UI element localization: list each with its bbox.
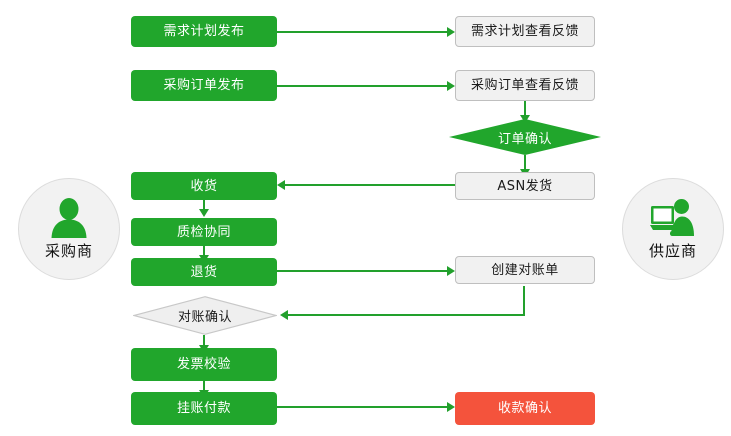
person-icon-svg (51, 197, 87, 238)
node-label: 收款确认 (497, 401, 552, 416)
person-at-computer-icon (650, 198, 696, 238)
node-label: 挂账付款 (176, 401, 231, 416)
actor-label: 采购商 (44, 241, 93, 260)
edge-return-goods-to-create-statement (277, 270, 447, 272)
node-return-goods[interactable]: 退货 (131, 258, 277, 286)
arrowhead-receive-goods (277, 180, 285, 190)
node-po-publish[interactable]: 采购订单发布 (131, 70, 277, 101)
node-invoice-verify[interactable]: 发票校验 (131, 348, 277, 381)
edge-payable-payment-to-payment-confirm (277, 406, 447, 408)
edge-invoice-verify-to-payable-payment (203, 381, 205, 393)
node-statement-confirm[interactable]: 对账确认 (133, 296, 277, 335)
node-label: 采购订单发布 (163, 78, 245, 93)
edge-create-statement-down (523, 286, 525, 316)
arrowhead-payment-confirm (447, 402, 455, 412)
actor-buyer[interactable]: 采购商 (18, 178, 120, 280)
diamond-shape (449, 119, 601, 155)
node-asn-ship[interactable]: ASN发货 (455, 172, 595, 200)
node-receive-goods[interactable]: 收货 (131, 172, 277, 200)
actor-supplier[interactable]: 供应商 (622, 178, 724, 280)
node-label: 质检协同 (176, 224, 231, 240)
person-icon (46, 197, 92, 238)
node-label: 需求计划发布 (163, 24, 245, 39)
edge-statement-confirm-to-invoice-verify (203, 335, 205, 348)
node-label: 需求计划查看反馈 (470, 24, 579, 39)
node-label: ASN发货 (497, 178, 553, 194)
node-quality-collab[interactable]: 质检协同 (131, 218, 277, 246)
person-at-computer-icon-svg (650, 198, 694, 236)
node-demand-plan-publish[interactable]: 需求计划发布 (131, 16, 277, 47)
node-create-statement[interactable]: 创建对账单 (455, 256, 595, 284)
edge-po-feedback-to-order-confirm (524, 101, 526, 118)
node-label: 发票校验 (176, 357, 231, 372)
node-label: 创建对账单 (491, 262, 559, 278)
edge-receive-goods-to-quality-collab (203, 200, 205, 212)
node-label: 退货 (190, 264, 218, 280)
edge-create-statement-to-statement-confirm (288, 314, 525, 316)
node-label: 订单确认 (497, 131, 552, 147)
node-label: 收货 (190, 178, 218, 194)
diamond-shape (133, 296, 277, 335)
arrowhead-statement-confirm (280, 310, 288, 320)
arrowhead-po-feedback (447, 81, 455, 91)
actor-label: 供应商 (648, 241, 697, 260)
edge-demand-plan-publish-to-feedback (277, 31, 447, 33)
node-label: 对账确认 (177, 310, 232, 325)
arrowhead-demand-plan-feedback (447, 27, 455, 37)
node-payment-confirm[interactable]: 收款确认 (455, 392, 595, 425)
arrowhead-create-statement (447, 266, 455, 276)
node-demand-plan-feedback[interactable]: 需求计划查看反馈 (455, 16, 595, 47)
node-order-confirm[interactable]: 订单确认 (449, 119, 601, 155)
edge-po-publish-to-feedback (277, 85, 447, 87)
edge-quality-collab-to-return-goods (203, 246, 205, 258)
node-po-feedback[interactable]: 采购订单查看反馈 (455, 70, 595, 101)
node-label: 采购订单查看反馈 (470, 78, 579, 93)
arrowhead-quality-collab (199, 209, 209, 217)
edge-asn-ship-to-receive-goods (285, 184, 455, 186)
node-payable-payment[interactable]: 挂账付款 (131, 392, 277, 425)
edge-order-confirm-to-asn-ship (524, 155, 526, 172)
